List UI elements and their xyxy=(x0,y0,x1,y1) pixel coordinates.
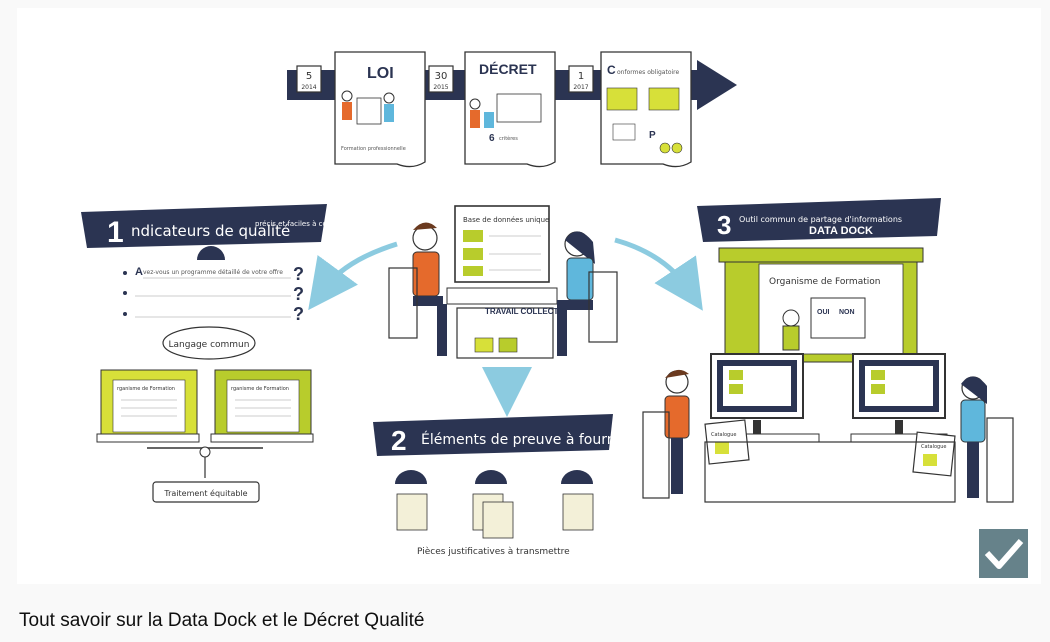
checkmark-icon xyxy=(984,539,1024,569)
scale-icon xyxy=(96,433,314,478)
speech-bubble-icon xyxy=(162,326,256,360)
document-icon-3 xyxy=(562,493,594,531)
gauge-icon-1 xyxy=(197,246,225,260)
section-3-banner xyxy=(697,198,941,242)
gauge-icon-2 xyxy=(395,470,427,484)
center-collaboration: Base de données unique TRAVAIL COLLECTIF xyxy=(308,205,703,417)
question-text: vez-vous un programme détaillé de votre … xyxy=(143,269,283,276)
gauge-icon-4 xyxy=(561,470,593,484)
date-year-1: 2014 xyxy=(301,84,316,91)
scroll-decret-title: DÉCRET xyxy=(479,61,537,77)
building-label: Organisme de Formation xyxy=(769,277,880,287)
whiteboard-illustration: 5 2014 30 2015 1 2017 LOI Formation prof… xyxy=(81,51,1014,557)
timeline: 5 2014 30 2015 1 2017 LOI Formation prof… xyxy=(287,51,737,168)
date-year-2: 2015 xyxy=(433,84,448,91)
timeline-arrow-icon xyxy=(697,60,737,110)
scroll-conformes: C onformes obligatoire P xyxy=(600,51,692,168)
calendar-icon-2: 30 2015 xyxy=(428,65,454,93)
question-mark-icon-1: ? xyxy=(293,264,304,284)
question-mark-icon-3: ? xyxy=(293,304,304,324)
date-day-3: 1 xyxy=(578,71,584,82)
scroll-decret-caption: critères xyxy=(499,135,518,142)
arrow-left-icon xyxy=(308,241,398,311)
collective-label: TRAVAIL COLLECTIF xyxy=(485,307,566,316)
treatment-label: Traitement équitable xyxy=(163,488,247,498)
scroll-loi: LOI Formation professionnelle xyxy=(334,51,426,168)
gauge-icon-3 xyxy=(475,470,507,484)
question-letter: A xyxy=(135,266,143,278)
section-2-caption: Pièces justificatives à transmettre xyxy=(417,546,570,557)
language-label: Langage commun xyxy=(169,340,250,350)
scroll-loi-title: LOI xyxy=(367,65,394,82)
section-1-number: 1 xyxy=(107,216,124,249)
date-day-1: 5 xyxy=(306,71,312,82)
video-frame[interactable]: 5 2014 30 2015 1 2017 LOI Formation prof… xyxy=(17,8,1041,584)
section-3-brand: DATA DOCK xyxy=(809,225,873,237)
section-2-banner xyxy=(373,414,613,456)
organisme-building: Organisme de Formation OUI NON xyxy=(718,247,924,363)
card-right: rganisme de Formation xyxy=(214,369,312,435)
workstation-left: Catalogue xyxy=(642,353,820,499)
section-1-title: ndicateurs de qualité xyxy=(131,222,290,240)
date-year-3: 2017 xyxy=(573,84,588,91)
checkmark-overlay-button[interactable] xyxy=(979,529,1028,578)
catalogue-left: Catalogue xyxy=(711,432,736,438)
scroll-decret-number: 6 xyxy=(489,133,495,144)
section-3: 3 Outil commun de partage d'informations… xyxy=(642,198,1014,503)
section-2: 2 Éléments de preuve à fournir Pièces ju… xyxy=(373,414,625,557)
non-label: NON xyxy=(839,309,855,316)
scroll-c-caption: P xyxy=(649,130,656,141)
arrow-right-icon xyxy=(614,237,703,311)
db-label: Base de données unique xyxy=(463,216,549,224)
section-3-number: 3 xyxy=(717,210,731,240)
catalogue-right: Catalogue xyxy=(921,444,946,450)
section-2-number: 2 xyxy=(391,425,407,456)
document-icon-1 xyxy=(396,493,428,531)
scroll-c-subtitle: onformes obligatoire xyxy=(617,69,680,76)
calendar-icon-3: 1 2017 xyxy=(568,65,594,93)
calendar-icon-1: 5 2014 xyxy=(296,65,322,93)
workstation-right: Catalogue xyxy=(850,353,1014,503)
date-day-2: 30 xyxy=(435,71,448,82)
question-mark-icon-2: ? xyxy=(293,284,304,304)
scroll-c-title: C xyxy=(607,63,616,77)
video-title[interactable]: Tout savoir sur la Data Dock et le Décre… xyxy=(19,610,425,631)
scroll-decret: DÉCRET 6 critères xyxy=(464,51,556,168)
section-3-tool-text: Outil commun de partage d'informations xyxy=(739,215,902,224)
section-2-title: Éléments de preuve à fournir xyxy=(421,431,625,448)
card-left-label: rganisme de Formation xyxy=(117,386,175,392)
section-1-note: précis et faciles à comprendre xyxy=(255,220,361,228)
oui-label: OUI xyxy=(817,309,830,316)
card-right-label: rganisme de Formation xyxy=(231,386,289,392)
section-1: 1 ndicateurs de qualité précis et facile… xyxy=(81,204,361,503)
section-3-desk xyxy=(704,441,956,503)
scroll-loi-caption: Formation professionnelle xyxy=(341,146,406,152)
card-left: rganisme de Formation xyxy=(100,369,198,435)
section-1-banner xyxy=(81,204,327,248)
